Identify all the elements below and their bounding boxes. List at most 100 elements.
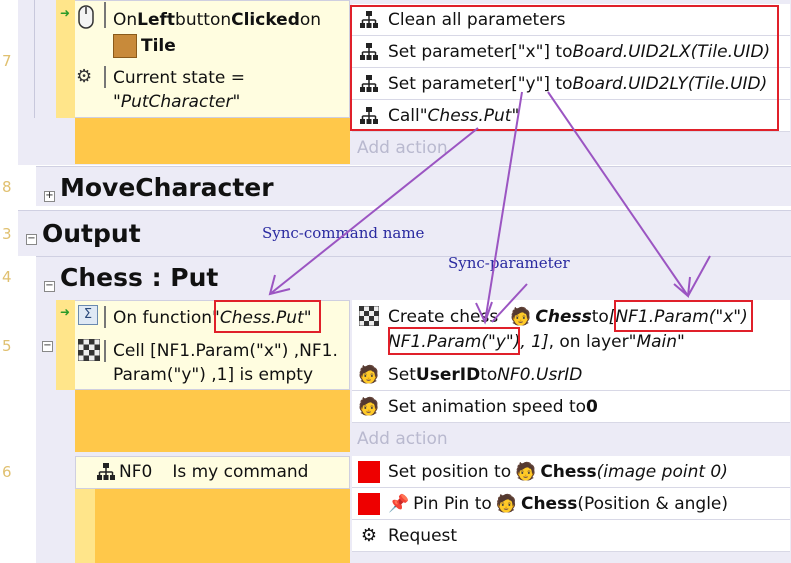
- cond-text: On function: [113, 308, 213, 328]
- cond-text: "PutCharacter": [113, 92, 241, 112]
- arrow-call-to-function: [268, 127, 479, 296]
- red-square-icon: [358, 460, 380, 483]
- condition-state-value: "PutCharacter": [113, 91, 240, 113]
- expand-icon[interactable]: +: [44, 190, 55, 202]
- event-6-conditions[interactable]: [75, 456, 350, 489]
- action-set-position[interactable]: Set position to 🧑 Chess (image point 0): [352, 456, 790, 488]
- annotation-sync-command-name: Sync-command name: [262, 224, 425, 242]
- action-text: Create chess: [388, 307, 499, 327]
- group-move-character[interactable]: [36, 166, 791, 206]
- condition-on-function[interactable]: On function "Chess.Put": [113, 307, 312, 329]
- action-value: 0: [586, 396, 598, 417]
- action-pin[interactable]: 📌 Pin Pin to 🧑 Chess (Position & angle): [352, 488, 790, 520]
- action-object-name: Chess: [540, 461, 597, 482]
- pin-icon: 📌: [388, 493, 410, 514]
- character-sprite-icon: 🧑: [358, 396, 380, 417]
- condition-is-my-command[interactable]: NF0 Is my command: [96, 461, 308, 483]
- group-title-move-character: MoveCharacter: [60, 173, 274, 202]
- action-call-function[interactable]: Call "Chess.Put": [352, 100, 790, 132]
- condition-object-tile[interactable]: Tile: [113, 34, 176, 58]
- action-text: Clean all parameters: [388, 9, 566, 30]
- condition-mouse-click[interactable]: On Left button Clicked on: [113, 9, 321, 31]
- cond-text-bold: Left: [137, 10, 176, 30]
- action-set-param-x[interactable]: Set parameter["x"] to Board.UID2LX(Tile.…: [352, 36, 790, 68]
- character-sprite-icon: 🧑: [510, 307, 532, 327]
- line-number-3: 3: [2, 225, 12, 243]
- cond-text: button: [175, 10, 232, 30]
- chessboard-icon: [77, 338, 101, 362]
- gear-icon: ⚙: [76, 66, 93, 87]
- condition-separator: [104, 2, 106, 28]
- action-layer-name: "Main": [628, 332, 685, 352]
- add-action-link[interactable]: Add action: [352, 132, 791, 163]
- condition-cell-empty-line2: Param("y") ,1] is empty: [113, 364, 313, 386]
- hierarchy-icon: [96, 462, 116, 482]
- arrow-param-x-tail: [687, 255, 711, 297]
- action-text: Pin Pin to: [413, 493, 492, 514]
- action-expression: , 1]: [520, 332, 549, 352]
- hierarchy-icon: [358, 73, 380, 95]
- line-number-7: 7: [2, 52, 12, 70]
- character-sprite-icon: 🧑: [495, 493, 517, 514]
- condition-separator: [104, 340, 106, 362]
- event-6-orange-pad: [95, 489, 350, 563]
- condition-state[interactable]: Current state =: [113, 67, 245, 89]
- annotation-sync-parameter: Sync-parameter: [448, 254, 570, 272]
- cond-text: Param("y") ,1] is empty: [113, 365, 314, 385]
- arrow-param-x: [547, 91, 691, 298]
- collapse-icon[interactable]: −: [42, 340, 53, 352]
- function-icon: Σ: [78, 305, 98, 325]
- collapse-icon[interactable]: −: [44, 280, 55, 292]
- action-text: Call: [388, 105, 420, 126]
- add-action-link[interactable]: Add action: [352, 423, 791, 454]
- character-sprite-icon: 🧑: [358, 364, 380, 385]
- hierarchy-icon: [358, 105, 380, 127]
- cond-text: Cell [NF1.Param("x") ,NF1.: [113, 341, 338, 361]
- action-expression: Board.UID2LX(Tile.UID): [572, 41, 771, 62]
- line-number-8: 8: [2, 178, 12, 196]
- tile-sprite-icon: [113, 34, 137, 58]
- arrow-param-y-tail: [491, 283, 528, 323]
- condition-cell-empty[interactable]: Cell [NF1.Param("x") ,NF1.: [113, 340, 338, 362]
- event-7-margin: [56, 0, 75, 118]
- cond-text: on: [299, 10, 322, 30]
- line-number-4: 4: [2, 268, 12, 286]
- action-expression: "Chess.Put": [419, 105, 520, 126]
- line-number-6: 6: [2, 463, 12, 481]
- action-text: Set parameter["y"] to: [388, 73, 573, 94]
- group-output[interactable]: [18, 210, 791, 256]
- action-clean-params[interactable]: Clean all parameters: [352, 4, 790, 36]
- condition-separator: [104, 66, 106, 88]
- group-title-chess-put: Chess : Put: [60, 263, 219, 292]
- action-expression: NF0.UsrID: [497, 364, 583, 385]
- cond-object-name: NF0: [119, 462, 153, 482]
- action-text: , on layer: [548, 332, 629, 352]
- line-number-5: 5: [2, 337, 12, 355]
- action-text: to: [591, 307, 609, 327]
- action-set-userid[interactable]: 🧑 Set UserID to NF0.UsrID: [352, 359, 790, 391]
- cond-object-name: Tile: [141, 36, 176, 56]
- action-text: Set position to: [388, 461, 512, 482]
- event-7-indent: [34, 0, 56, 118]
- character-sprite-icon: 🧑: [515, 461, 537, 482]
- mouse-icon: [78, 5, 94, 29]
- event-5-margin: [56, 300, 75, 390]
- event-5-orange-pad: [75, 390, 350, 452]
- action-text: (Position & angle): [577, 493, 729, 514]
- gear-icon: ⚙: [360, 525, 378, 546]
- action-variable-name: UserID: [415, 364, 481, 385]
- action-set-anim-speed[interactable]: 🧑 Set animation speed to 0: [352, 391, 790, 423]
- action-text: Request: [388, 525, 458, 546]
- action-create-chess[interactable]: Create chess 🧑 Chess to [NF1.Param("x") …: [352, 300, 790, 366]
- group-title-output: Output: [42, 219, 141, 248]
- action-expression: [NF1.Param("x"): [608, 307, 748, 327]
- action-expression: NF1.Param("y"): [388, 332, 521, 352]
- action-request[interactable]: ⚙ Request: [352, 520, 790, 552]
- action-text: Set parameter["x"] to: [388, 41, 573, 62]
- cond-function-name: "Chess.Put": [212, 308, 312, 328]
- action-expression: (image point 0): [596, 461, 728, 482]
- collapse-icon[interactable]: −: [26, 233, 37, 245]
- action-text: to: [480, 364, 498, 385]
- action-set-param-y[interactable]: Set parameter["y"] to Board.UID2LY(Tile.…: [352, 68, 790, 100]
